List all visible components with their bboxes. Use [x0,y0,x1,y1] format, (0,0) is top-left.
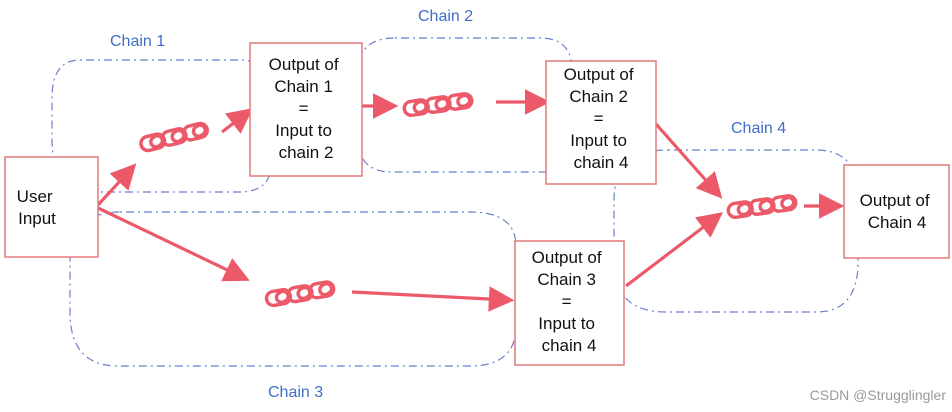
chain3-link-icon [263,279,337,309]
output3-line-2: Chain 3 [537,270,596,289]
chain2-link-icon [401,91,475,118]
output2-line-3: = [594,109,604,128]
output-chain3-box [514,240,625,366]
output3-line-3: = [562,292,572,311]
output3-line-1: Output of [532,248,602,267]
svg-text:Output of Chain 2 =: Output of Chain 2 = Input to chain 4 [564,65,639,172]
output1-line-4: Input to [275,121,332,140]
svg-text:Output of Chain 4: Output of Chain 4 [860,191,935,232]
chain1-label: Chain 1 [110,33,165,50]
output4-line-1: Output of [860,191,930,210]
user-input-line-2: Input [18,209,56,228]
output1-line-1: Output of [269,55,339,74]
chain3-label: Chain 3 [268,384,323,401]
chain1-outline [51,59,273,193]
arrow-input-to-chain1 [96,163,137,207]
chain2-label: Chain 2 [418,8,473,25]
svg-text:Output of Chain 3 =: Output of Chain 3 = Input to chain 4 [532,248,607,355]
output1-line-5: chain 2 [279,143,334,162]
output3-line-4: Input to [538,314,595,333]
output2-line-1: Output of [564,65,634,84]
arrow-chain1-to-output1 [221,108,254,134]
user-input-box [4,156,99,258]
arrow-chain3-to-output3 [351,286,515,312]
output2-line-2: Chain 2 [569,87,628,106]
user-input-line-1: User [17,187,53,206]
output1-line-3: = [299,99,309,118]
arrow-output2-to-chain4 [654,122,723,199]
output1-line-2: Chain 1 [274,77,333,96]
arrow-output3-to-chain4 [625,212,724,288]
output2-line-5: chain 4 [574,153,629,172]
chain1-link-icon [137,120,211,154]
watermark-text: CSDN @Strugglingler [810,387,947,403]
svg-text:User Input: User Input [17,187,58,228]
arrow-input-to-chain3 [97,206,250,282]
output2-line-4: Input to [570,131,627,150]
chain4-link-icon [725,193,799,220]
output3-line-5: chain 4 [542,336,597,355]
chain4-label: Chain 4 [731,120,786,137]
output4-line-2: Chain 4 [868,213,927,232]
svg-text:Output of Chain 1 =: Output of Chain 1 = Input to chain 2 [269,55,344,162]
output-chain2-box [545,60,657,185]
output-chain4-box [843,164,950,259]
output-chain1-box [249,42,363,177]
